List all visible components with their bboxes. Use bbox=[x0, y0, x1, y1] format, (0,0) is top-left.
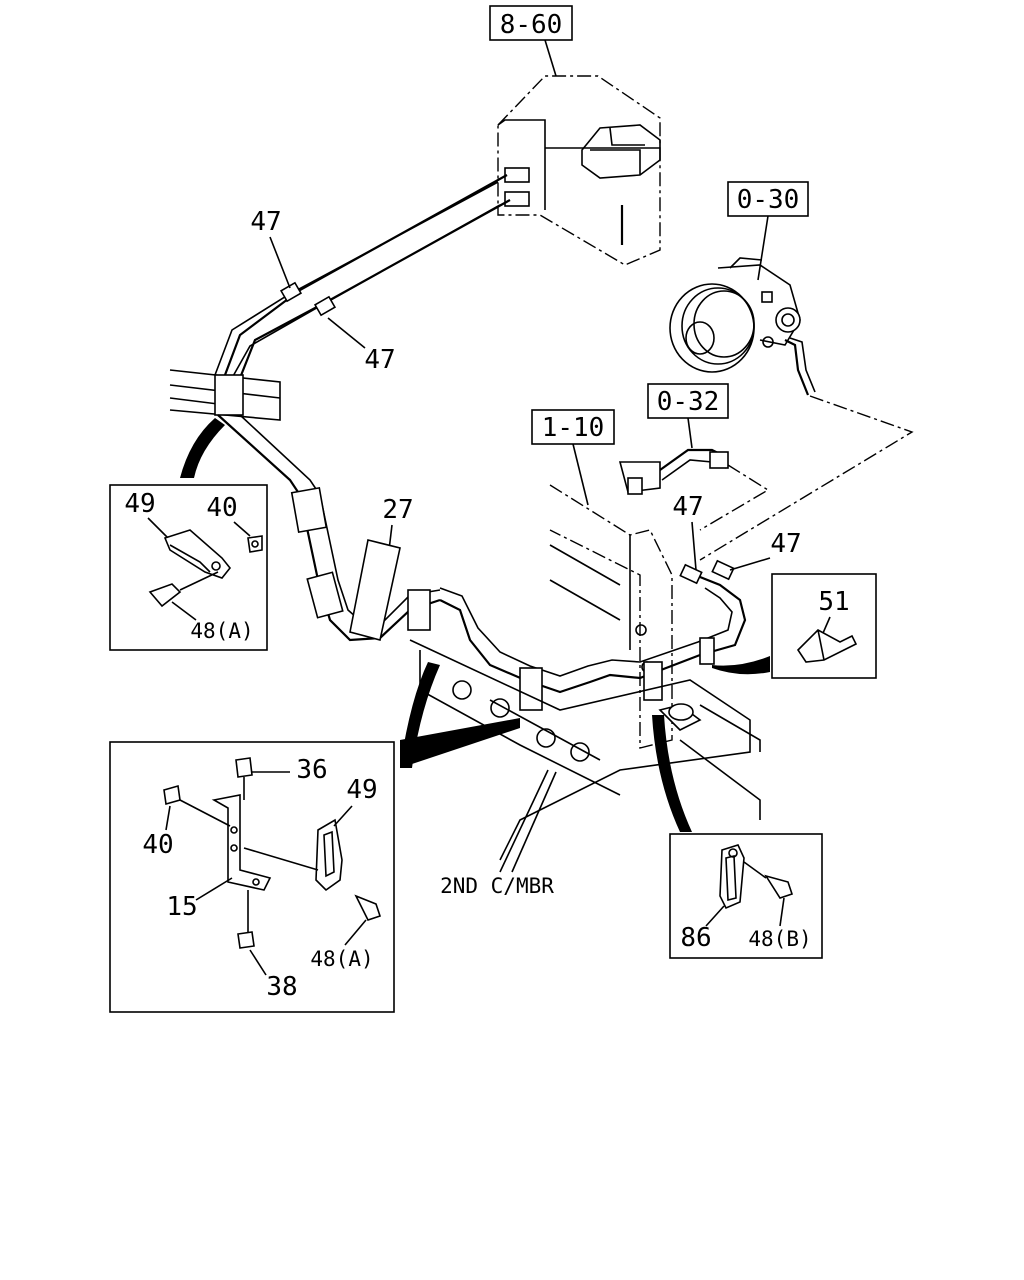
pointer-detail-a bbox=[180, 418, 225, 478]
detail-c-48b: 48(B) bbox=[748, 927, 811, 951]
callout-51: 51 bbox=[818, 587, 849, 617]
detail-b-38: 38 bbox=[266, 972, 297, 1002]
annotation-2nd-c-mbr: 2ND C/MBR bbox=[440, 874, 554, 898]
detail-a-49: 49 bbox=[124, 489, 155, 519]
ref-0-32-label: 0-32 bbox=[657, 387, 720, 417]
detail-b-panel: 36 15 40 49 48(A) 38 bbox=[109, 741, 395, 1013]
ref-1-10-label: 1-10 bbox=[542, 413, 605, 443]
ref-0-30-label: 0-30 bbox=[737, 185, 800, 215]
ref-8-60-label: 8-60 bbox=[500, 10, 563, 40]
detail-c-86: 86 bbox=[680, 923, 711, 953]
unit-8-60: 8-60 bbox=[489, 5, 661, 266]
callout-47-right-a: 47 bbox=[672, 492, 703, 522]
compressor-0-30: 0-30 bbox=[669, 181, 914, 561]
pointer-detail-b-2 bbox=[400, 718, 520, 768]
detail-b-36: 36 bbox=[296, 755, 327, 785]
detail-a-48a: 48(A) bbox=[190, 619, 253, 643]
radiator-1-10: 1-10 bbox=[531, 409, 673, 749]
detail-b-15: 15 bbox=[166, 892, 197, 922]
detail-a-40: 40 bbox=[206, 493, 237, 523]
detail-c-panel: 86 48(B) bbox=[669, 833, 823, 959]
detail-b-48a: 48(A) bbox=[310, 947, 373, 971]
upper-pipes bbox=[169, 174, 511, 642]
lower-pipes bbox=[407, 559, 761, 861]
pointer-detail-c bbox=[652, 715, 692, 832]
callout-27: 27 bbox=[382, 495, 413, 525]
detail-a-panel: 49 40 48(A) bbox=[109, 484, 268, 651]
callout-47-mid: 47 bbox=[364, 345, 395, 375]
sensor-0-32: 0-32 bbox=[618, 383, 770, 531]
detail-51-panel: 51 bbox=[771, 573, 877, 679]
detail-b-49: 49 bbox=[346, 775, 377, 805]
pointer-detail-51 bbox=[712, 656, 770, 675]
callout-47-right-b: 47 bbox=[770, 529, 801, 559]
callout-47-top: 47 bbox=[250, 207, 281, 237]
detail-b-40: 40 bbox=[142, 830, 173, 860]
